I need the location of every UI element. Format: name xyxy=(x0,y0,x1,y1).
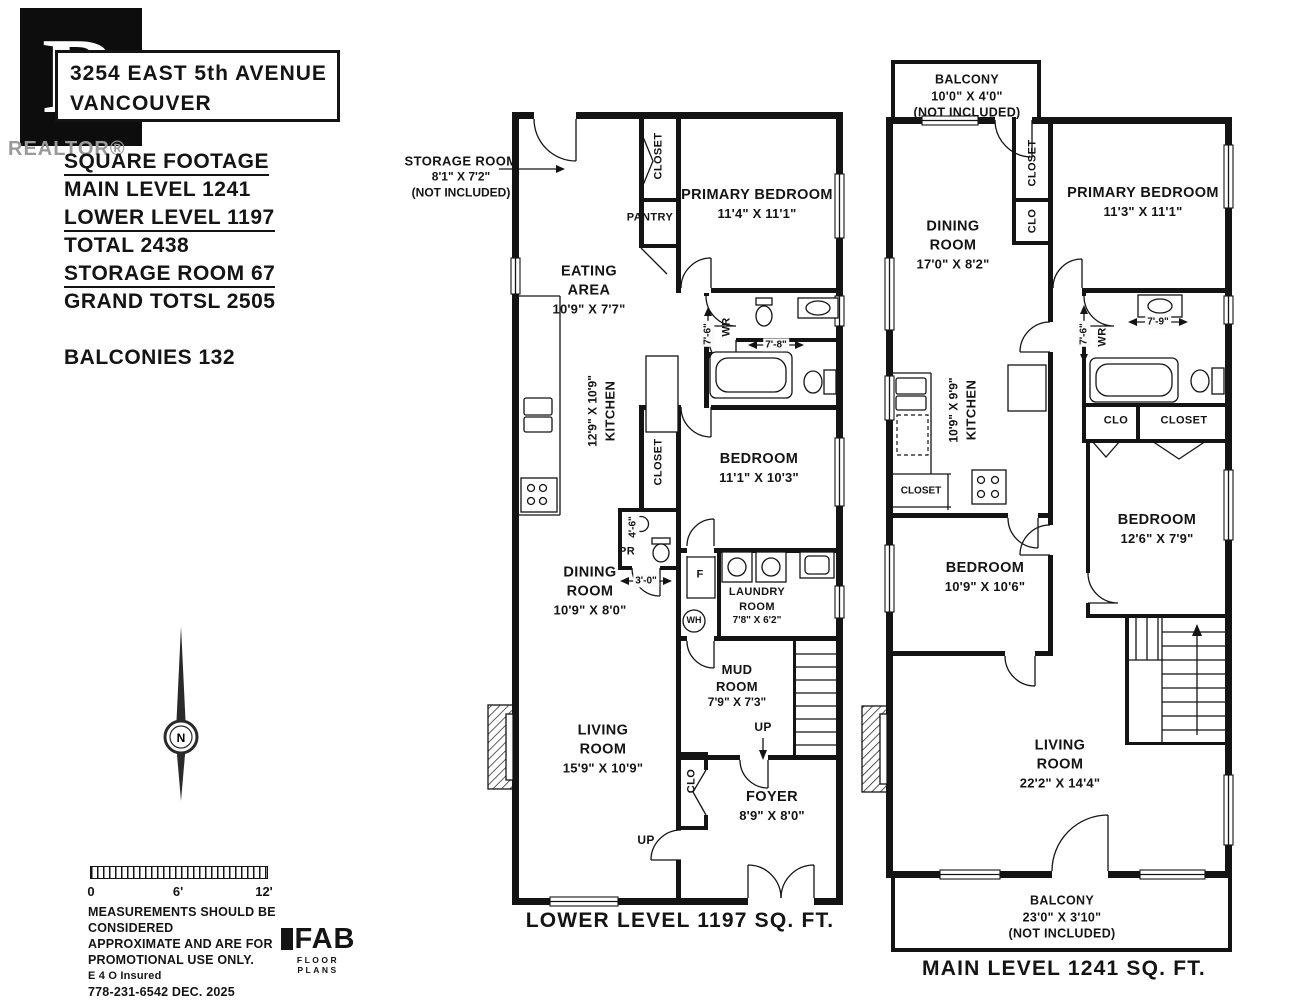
main-level-walls xyxy=(886,60,1232,952)
lower-level-fixtures xyxy=(487,295,839,790)
room-label-dining-room-main: DINING ROOM 17'0" X 8'2" xyxy=(916,218,990,272)
room-label-laundry-lower: LAUNDRY ROOM 7'8" X 6'2" xyxy=(728,585,786,626)
room-label-bedroom-left-main: BEDROOM 10'9" X 10'6" xyxy=(944,559,1026,594)
summary-main-level: MAIN LEVEL 1241 xyxy=(64,178,251,201)
dim-label-hall-lower: 7'-6" xyxy=(701,321,715,347)
room-label-wr-lower: WR xyxy=(720,317,733,337)
main-level-dimension-marks xyxy=(1080,305,1188,363)
disclaimer-line1: MEASUREMENTS SHOULD BE CONSIDERED xyxy=(88,905,276,935)
room-label-balcony-bottom-main: BALCONY 23'0" X 3'10" (NOT INCLUDED) xyxy=(1008,893,1116,941)
room-label-primary-bedroom-lower: PRIMARY BEDROOM 11'4" X 11'1" xyxy=(681,186,833,221)
scale-twelve: 12' xyxy=(255,884,273,899)
room-label-kitchen-main: 10'9" X 9'9" KITCHEN xyxy=(946,377,979,443)
square-footage-summary: SQUARE FOOTAGE MAIN LEVEL 1241 LOWER LEV… xyxy=(64,150,334,374)
dim-label-pr-width-lower: 3'-0" xyxy=(633,574,659,588)
room-label-living-room-main: LIVING ROOM 22'2" X 14'4" xyxy=(1019,737,1101,791)
address-line2: VANCOUVER xyxy=(70,92,212,115)
disclaimer-insured: E 4 O Insured xyxy=(88,970,162,982)
main-level-doors xyxy=(994,119,1207,872)
summary-total: TOTAL 2438 xyxy=(64,234,190,257)
summary-lower-level: LOWER LEVEL 1197 xyxy=(64,206,275,232)
lower-level-dimension-marks xyxy=(499,165,804,585)
lower-level-walls xyxy=(512,112,843,905)
dim-label-bath-lower: 7'-8" xyxy=(763,338,789,352)
main-level-windows xyxy=(884,115,1234,880)
scale-zero: 0 xyxy=(87,884,95,899)
room-label-closet-top-main: CLOSET xyxy=(1026,139,1039,187)
scale-six: 6' xyxy=(172,884,184,899)
room-label-clo-mid-main: CLO xyxy=(1103,414,1129,427)
room-label-storage-lower: STORAGE ROOM 8'1" X 7'2" (NOT INCLUDED) xyxy=(404,153,518,200)
fab-logo: FAB FLOOR PLANS xyxy=(276,924,360,975)
disclaimer-phone-date: 778-231-6542 DEC. 2025 xyxy=(88,985,235,999)
lower-level-stairs xyxy=(759,653,843,760)
label-up-entry-lower: UP xyxy=(637,833,655,848)
room-label-pantry-lower: PANTRY xyxy=(626,211,674,224)
fab-logo-subtext: FLOOR PLANS xyxy=(296,955,340,975)
room-label-eating-area-lower: EATING AREA 10'9" X 7'7" xyxy=(552,263,626,317)
address-box: 3254 EAST 5th AVENUE VANCOUVER xyxy=(55,50,340,122)
dim-label-bath-main: 7'-9" xyxy=(1145,315,1171,329)
room-label-bedroom-lower: BEDROOM 11'1" X 10'3" xyxy=(719,450,799,485)
fab-logo-icon xyxy=(280,928,293,950)
lower-level-windows xyxy=(510,173,845,907)
disclaimer-line2: APPROXIMATE AND ARE FOR xyxy=(88,937,273,951)
disclaimer: MEASUREMENTS SHOULD BE CONSIDERED APPROX… xyxy=(88,904,338,1000)
room-label-primary-bedroom-main: PRIMARY BEDROOM 11'3" X 11'1" xyxy=(1067,184,1219,219)
realtor-wordmark: REALTOR® xyxy=(8,138,126,160)
main-level-caption: MAIN LEVEL 1241 SQ. FT. xyxy=(922,957,1206,981)
room-label-closet-kitchen-main: CLOSET xyxy=(900,485,942,497)
summary-balconies: BALCONIES 132 xyxy=(64,346,236,369)
room-label-kitchen-lower: 12'9" X 10'9" KITCHEN xyxy=(585,375,618,447)
room-label-closet-mid-lower: CLOSET xyxy=(652,438,665,486)
address-line1: 3254 EAST 5th AVENUE xyxy=(70,62,327,85)
main-level-stairs xyxy=(1129,618,1232,742)
label-up-stairs-lower: UP xyxy=(754,720,772,735)
scale-bar xyxy=(90,866,268,879)
room-label-clo-top-main: CLO xyxy=(1026,208,1039,234)
room-label-closet-top-lower: CLOSET xyxy=(652,132,665,180)
summary-storage: STORAGE ROOM 67 xyxy=(64,262,276,288)
room-label-wr-main: WR xyxy=(1096,327,1109,347)
summary-grand-total: GRAND TOTSL 2505 xyxy=(64,290,276,313)
room-label-water-heater-lower: WH xyxy=(686,615,702,626)
compass-rose: N xyxy=(163,626,199,801)
room-label-living-room-lower: LIVING ROOM 15'9" X 10'9" xyxy=(562,722,644,776)
fab-logo-text: FAB xyxy=(294,923,356,955)
room-label-clo-lower: CLO xyxy=(685,768,698,794)
compass-north-label: N xyxy=(177,731,186,745)
main-level-fixtures xyxy=(861,294,1225,793)
room-label-mud-room-lower: MUD ROOM 7'9" X 7'3" xyxy=(707,661,767,710)
room-label-pr-lower: PR xyxy=(618,545,636,558)
dim-label-pr-depth-lower: 4'-6" xyxy=(626,514,640,540)
dim-label-hall-main: 7'-6" xyxy=(1077,321,1091,347)
lower-level-caption: LOWER LEVEL 1197 SQ. FT. xyxy=(525,909,835,933)
room-label-balcony-top-main: BALCONY 10'0" X 4'0" (NOT INCLUDED) xyxy=(913,72,1021,120)
room-label-bedroom-right-main: BEDROOM 12'6" X 7'9" xyxy=(1117,511,1197,546)
room-label-closet-mid-main: CLOSET xyxy=(1160,414,1208,427)
room-label-foyer-lower: FOYER 8'9" X 8'0" xyxy=(739,788,805,823)
summary-title: SQUARE FOOTAGE xyxy=(64,150,269,176)
room-label-furnace-lower: F xyxy=(696,568,704,581)
room-label-dining-room-lower: DINING ROOM 10'9" X 8'0" xyxy=(553,564,627,618)
disclaimer-line3: PROMOTIONAL USE ONLY. xyxy=(88,953,255,967)
